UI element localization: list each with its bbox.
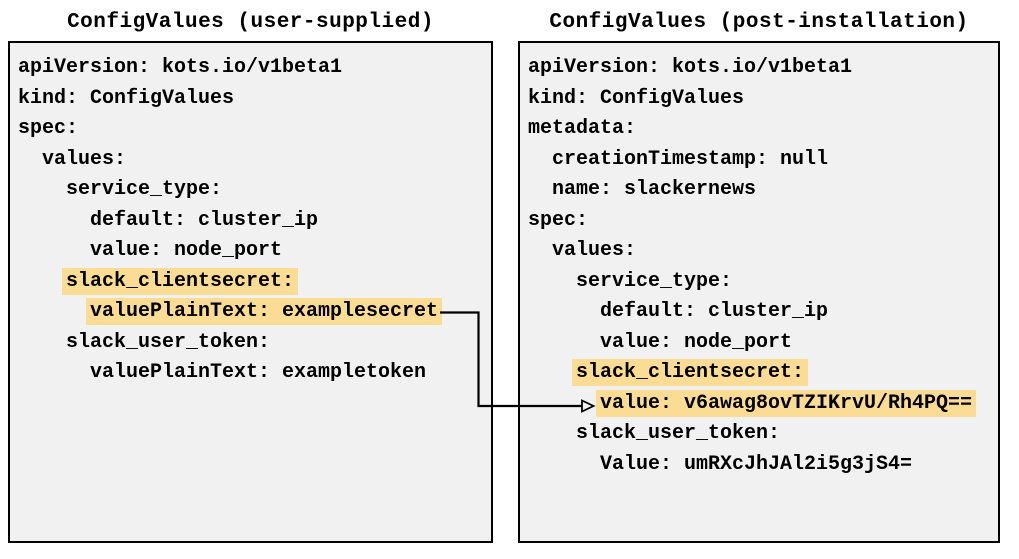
yaml-line: slack_clientsecret: <box>18 267 485 298</box>
yaml-text: metadata: <box>528 117 637 140</box>
post-installation-yaml-code: apiVersion: kots.io/v1beta1 kind: ConfigV… <box>520 43 998 490</box>
yaml-text: apiVersion: kots.io/v1beta1 <box>528 56 853 79</box>
highlighted-yaml-text: value: v6awag8ovTZIKrvU/Rh4PQ== <box>596 389 977 417</box>
post-installation-config-panel: apiVersion: kots.io/v1beta1 kind: ConfigV… <box>518 41 1000 543</box>
yaml-text: Value: umRXcJhJAl2i5g3jS4= <box>600 452 913 476</box>
yaml-line: default: cluster_ip <box>528 297 992 328</box>
yaml-line: values: <box>18 145 485 176</box>
yaml-text: creationTimestamp: null <box>552 147 829 171</box>
yaml-line: metadata: <box>528 114 992 145</box>
yaml-text: slack_user_token: <box>66 330 271 354</box>
yaml-line: spec: <box>528 206 992 237</box>
yaml-line: kind: ConfigValues <box>528 84 992 115</box>
yaml-text: slack_user_token: <box>576 422 781 445</box>
user-supplied-yaml-code: apiVersion: kots.io/v1beta1 kind: ConfigV… <box>10 43 491 399</box>
yaml-line: value: node_port <box>18 236 485 267</box>
yaml-text: values: <box>552 239 637 262</box>
left-panel-title: ConfigValues (user-supplied) <box>67 11 434 34</box>
yaml-line: value: v6awag8ovTZIKrvU/Rh4PQ== <box>528 389 992 420</box>
right-panel-title: ConfigValues (post-installation) <box>549 11 969 34</box>
yaml-line: apiVersion: kots.io/v1beta1 <box>528 53 992 84</box>
yaml-text: kind: ConfigValues <box>528 86 745 110</box>
user-supplied-config-panel: apiVersion: kots.io/v1beta1 kind: ConfigV… <box>8 41 493 543</box>
yaml-text: valuePlainText: exampletoken <box>90 361 427 384</box>
yaml-text: default: cluster_ip <box>600 300 829 323</box>
yaml-text: service_type: <box>66 178 223 201</box>
yaml-line: service_type: <box>528 267 992 298</box>
yaml-text: spec: <box>528 208 589 232</box>
yaml-line: valuePlainText: examplesecret <box>18 297 485 328</box>
yaml-line: service_type: <box>18 175 485 206</box>
yaml-line: default: cluster_ip <box>18 206 485 237</box>
yaml-line: slack_user_token: <box>528 419 992 450</box>
yaml-line: kind: ConfigValues <box>18 84 485 115</box>
yaml-text: name: slackernews <box>552 178 757 201</box>
yaml-text: values: <box>42 147 127 171</box>
yaml-line: apiVersion: kots.io/v1beta1 <box>18 53 485 84</box>
yaml-line: slack_clientsecret: <box>528 358 992 389</box>
yaml-line: Value: umRXcJhJAl2i5g3jS4= <box>528 450 992 481</box>
yaml-text: default: cluster_ip <box>90 208 319 232</box>
highlighted-yaml-text: slack_clientsecret: <box>62 267 299 295</box>
yaml-text: service_type: <box>576 269 733 293</box>
yaml-text: value: node_port <box>90 239 283 262</box>
highlighted-yaml-text: valuePlainText: examplesecret <box>86 298 443 325</box>
yaml-text: spec: <box>18 117 79 140</box>
yaml-line: spec: <box>18 114 485 145</box>
yaml-line: value: node_port <box>528 328 992 359</box>
yaml-text: value: node_port <box>600 330 793 354</box>
yaml-text: apiVersion: kots.io/v1beta1 <box>18 56 343 79</box>
yaml-line: name: slackernews <box>528 175 992 206</box>
yaml-line: values: <box>528 236 992 267</box>
yaml-line: valuePlainText: exampletoken <box>18 358 485 389</box>
yaml-line: slack_user_token: <box>18 328 485 359</box>
highlighted-yaml-text: slack_clientsecret: <box>572 359 809 386</box>
yaml-line: creationTimestamp: null <box>528 145 992 176</box>
yaml-text: kind: ConfigValues <box>18 86 235 110</box>
